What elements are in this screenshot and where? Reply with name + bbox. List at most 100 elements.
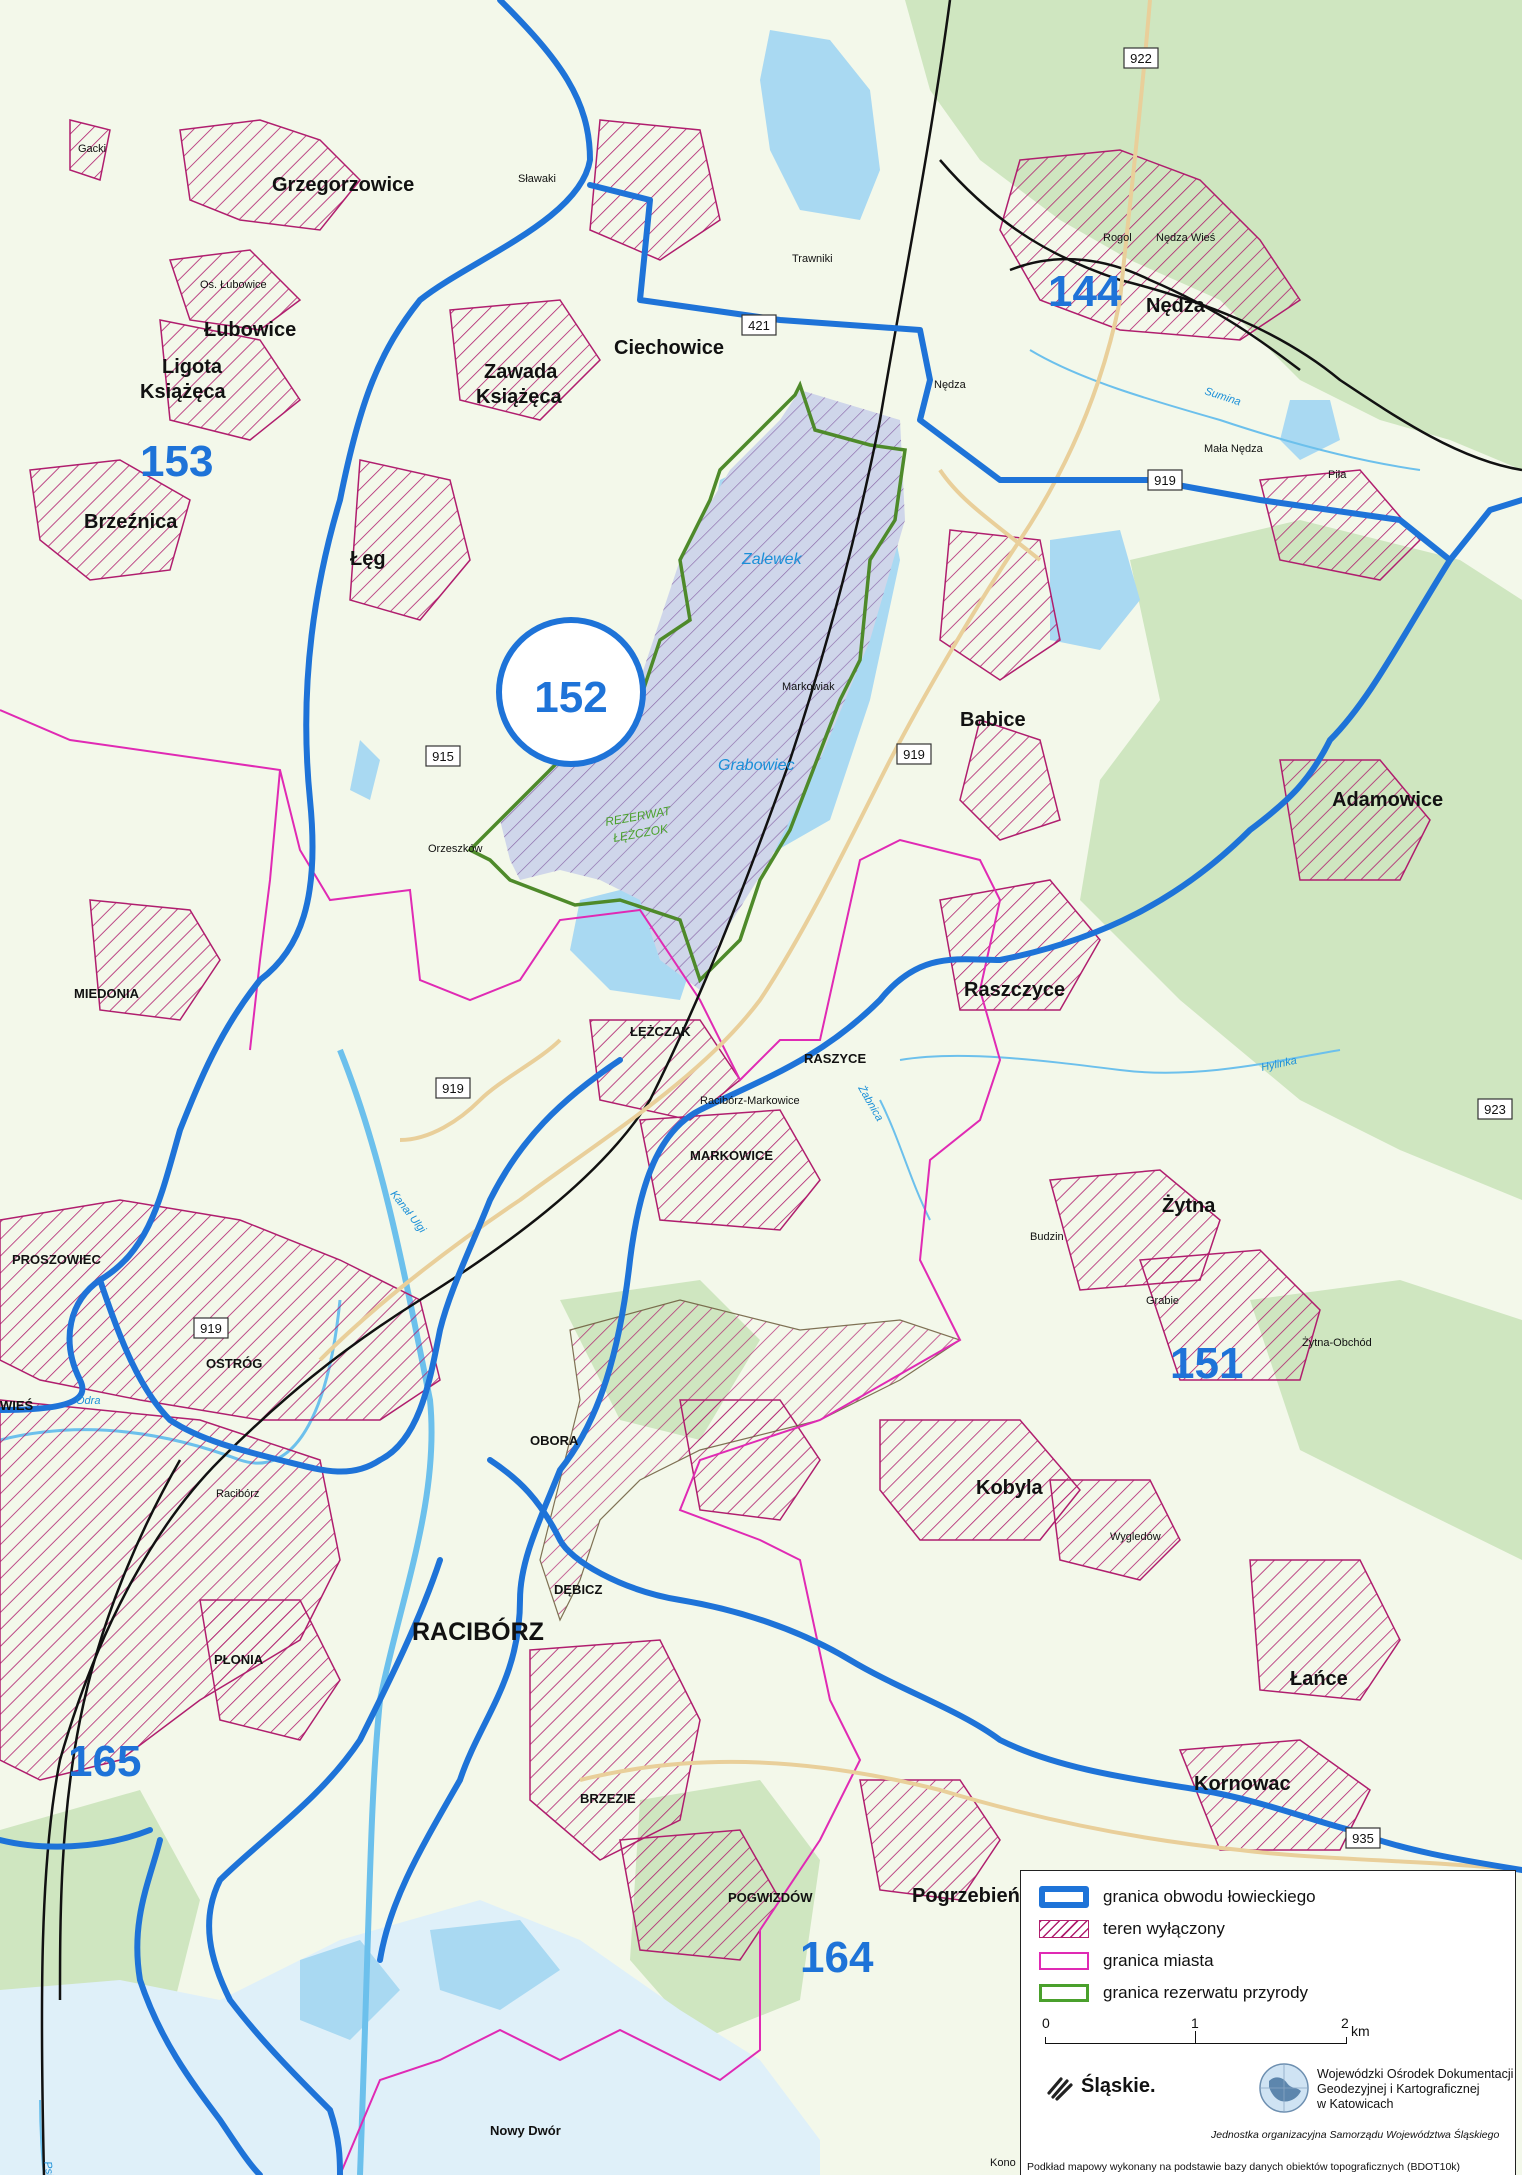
label-wies: WIEŚ: [0, 1398, 34, 1413]
svg-text:915: 915: [432, 749, 454, 764]
legend-label: teren wyłączony: [1103, 1919, 1225, 1938]
label-raszczyce: Raszczyce: [964, 979, 1065, 1001]
hunting-boundary-symbol: [1039, 1886, 1089, 1908]
scale-line: [1045, 2037, 1347, 2044]
city-boundary: [0, 709, 1002, 2175]
label-zawada-1: Zawada: [484, 361, 558, 383]
label-slawaki: Sławaki: [518, 173, 556, 185]
label-wygledow: Wygledów: [1110, 1531, 1161, 1543]
label-grabowiec: Grabowiec: [718, 757, 794, 774]
scale-mid-tick: [1195, 2031, 1196, 2043]
wodgik-line1: Wojewódzki Ośrodek Dokumentacji: [1317, 2067, 1514, 2081]
excluded-symbol: [1039, 1920, 1089, 1938]
label-os-lubowice: Os. Łubowice: [200, 279, 267, 291]
circuit-144-label: 144: [1048, 267, 1122, 316]
label-kono: Kono: [990, 2157, 1016, 2169]
label-ciechowice: Ciechowice: [614, 337, 724, 359]
reserve-boundary: [467, 380, 907, 984]
label-adamowice: Adamowice: [1332, 789, 1443, 811]
svg-text:421: 421: [748, 318, 770, 333]
svg-text:919: 919: [1154, 473, 1176, 488]
label-raszyce: RASZYCE: [804, 1051, 866, 1066]
label-nowy-dwor: Nowy Dwór: [490, 2123, 561, 2138]
label-babice: Babice: [960, 709, 1026, 731]
circuit-153-label: 153: [140, 437, 213, 486]
road-shield-915: 915: [425, 745, 461, 767]
label-nedza-station: Nędza: [934, 379, 967, 391]
svg-text:923: 923: [1484, 1102, 1506, 1117]
svg-text:919: 919: [200, 1321, 222, 1336]
legend-label: granica obwodu łowieckiego: [1103, 1887, 1316, 1906]
wodgik-subtitle: Jednostka organizacyjna Samorządu Wojewó…: [1211, 2129, 1500, 2141]
circuit-numbers: 152 153 144 151 165 164: [68, 267, 1243, 1982]
label-markowice: MARKOWICE: [690, 1148, 773, 1163]
label-leg: Łęg: [350, 548, 386, 570]
label-zalewek: Zalewek: [741, 551, 803, 568]
road-shield-919a: 919: [1147, 469, 1183, 491]
scale-tick-1: 1: [1191, 2015, 1199, 2031]
label-zawada-2: Książęca: [476, 386, 562, 408]
roads: [318, 0, 1522, 1872]
svg-text:919: 919: [903, 747, 925, 762]
road-shield-919c: 919: [435, 1077, 471, 1099]
label-lubowice: Łubowice: [204, 319, 296, 341]
legend-item-excluded: teren wyłączony: [1039, 1917, 1225, 1941]
label-psina: Psina: [41, 2160, 58, 2175]
label-trawniki: Trawniki: [792, 253, 833, 265]
label-zytna: Żytna: [1162, 1194, 1216, 1217]
scale-tick-0: 0: [1042, 2015, 1050, 2031]
map-source-footer: Podkład mapowy wykonany na podstawie baz…: [1020, 2160, 1516, 2175]
label-debicz: DĘBICZ: [554, 1582, 602, 1597]
label-plonia: PŁONIA: [214, 1652, 264, 1667]
label-ligota-1: Ligota: [162, 356, 223, 378]
road-shield-935: 935: [1345, 1827, 1381, 1849]
reserve-boundary-symbol: [1039, 1984, 1089, 2002]
road-shield-922: 922: [1123, 47, 1159, 69]
legend-item-reserve-boundary: granica rezerwatu przyrody: [1039, 1981, 1308, 2005]
circuit-151-label: 151: [1170, 1339, 1243, 1388]
label-gacki: Gacki: [78, 143, 106, 155]
legend-label: granica miasta: [1103, 1951, 1214, 1970]
slaskie-logo: Śląskie.: [1045, 2071, 1156, 2101]
label-obora: OBORA: [530, 1433, 579, 1448]
label-nedza: Nędza: [1146, 295, 1206, 317]
label-raciborz: RACIBÓRZ: [412, 1616, 544, 1646]
label-orzeszkow: Orzeszków: [428, 843, 482, 855]
place-labels: Gacki Grzegorzowice Sławaki Os. Łubowice…: [0, 143, 1443, 2169]
scale-bar: 0 1 2 km: [1042, 2015, 1485, 2055]
road-shield-919d: 919: [193, 1317, 229, 1339]
slaskie-text: Śląskie.: [1081, 2074, 1156, 2097]
label-lezczak: ŁĘŻCZAK: [630, 1024, 691, 1039]
label-mala-nedza: Mała Nędza: [1204, 443, 1264, 455]
label-markowiak: Markowiak: [782, 681, 835, 693]
slaskie-mark-icon: [1047, 2077, 1073, 2101]
label-ostrog: OSTRÓG: [206, 1356, 262, 1371]
circuit-164-label: 164: [800, 1933, 874, 1982]
label-budzin: Budzin: [1030, 1231, 1064, 1243]
label-grabie: Grabie: [1146, 1295, 1179, 1307]
legend-item-city-boundary: granica miasta: [1039, 1949, 1214, 1973]
label-miedonia: MIEDONIA: [74, 986, 140, 1001]
railways: [40, 0, 1522, 2175]
legend-label: granica rezerwatu przyrody: [1103, 1983, 1309, 2002]
circuit-152-label: 152: [534, 673, 607, 722]
label-grzegorzowice: Grzegorzowice: [272, 174, 414, 196]
label-nedza-wies: Nędza Wieś: [1156, 232, 1216, 244]
city-boundary-symbol: [1039, 1952, 1089, 1970]
label-lance: Łańce: [1290, 1668, 1348, 1690]
road-shield-923: 923: [1477, 1098, 1513, 1120]
circuit-152-circle: [496, 617, 646, 767]
label-brzezie: BRZEZIE: [580, 1791, 636, 1806]
svg-text:919: 919: [442, 1081, 464, 1096]
circuit-165-label: 165: [68, 1737, 141, 1786]
label-raciborz-markowice: Racibórz-Markowice: [700, 1095, 800, 1107]
label-kornowac: Kornowac: [1194, 1773, 1291, 1795]
scale-tick-2: 2: [1341, 2015, 1349, 2031]
road-shield-919b: 919: [896, 743, 932, 765]
label-breznica: Brzeźnica: [84, 511, 178, 533]
leczok-reserve-area: [467, 380, 907, 990]
legend: granica obwodu łowieckiego teren wyłączo…: [1020, 1870, 1516, 2168]
label-pogwizdow: POGWIZDÓW: [728, 1890, 813, 1905]
label-proszowiec: PROSZOWIEC: [12, 1252, 101, 1267]
